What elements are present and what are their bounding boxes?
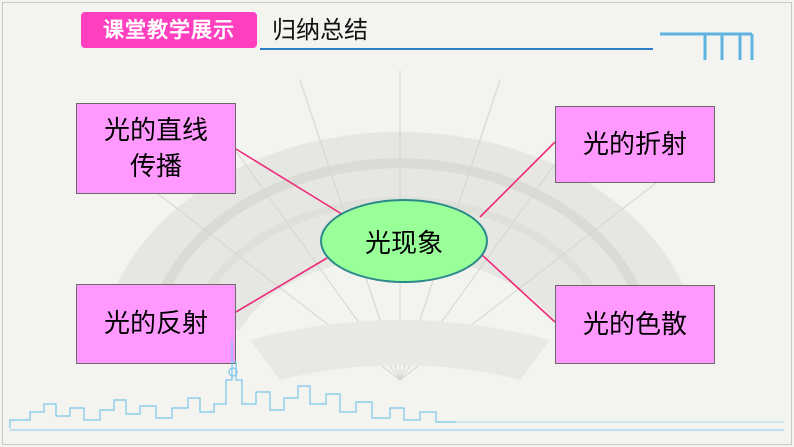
- center-node: 光现象: [320, 199, 488, 283]
- branch-dispersion: 光的色散: [555, 285, 715, 364]
- center-label: 光现象: [364, 228, 443, 259]
- branch-label: 光的反射: [103, 309, 208, 339]
- corner-decoration: [660, 32, 754, 60]
- connector-top-left: [235, 148, 346, 217]
- connector-bottom-right: [481, 254, 556, 323]
- branch-rectilinear-propagation: 光的直线传播: [76, 103, 236, 194]
- connector-bottom-left: [235, 257, 328, 313]
- section-badge: 课堂教学展示: [81, 12, 257, 48]
- branch-label: 光的直线传播: [103, 115, 208, 182]
- connector-top-right: [479, 141, 556, 218]
- page-title: 归纳总结: [272, 16, 368, 44]
- header-underline: [260, 48, 653, 50]
- branch-label: 光的折射: [582, 129, 687, 160]
- branch-label: 光的色散: [582, 309, 687, 340]
- branch-refraction: 光的折射: [555, 106, 715, 183]
- branch-reflection: 光的反射: [76, 284, 236, 364]
